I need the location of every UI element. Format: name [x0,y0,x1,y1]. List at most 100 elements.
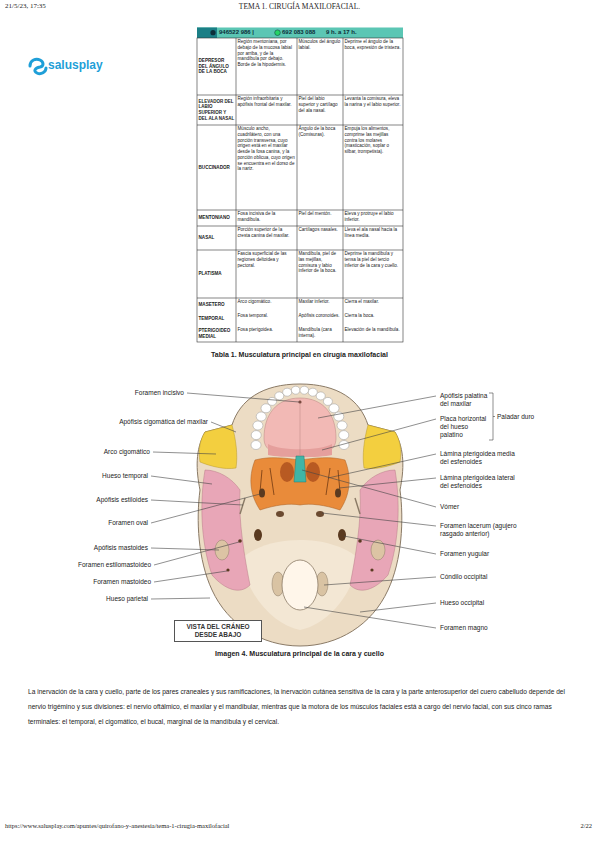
table-caption: Tabla 1. Musculatura principal en cirugí… [0,351,599,359]
part-label: Foramen oval [28,519,148,527]
zygomatic-arch [363,425,401,469]
part-label: Arco cigomático [30,448,150,456]
hard-palate [264,398,336,455]
view-label: VISTA DEL CRÁNEO DESDE ABAJO [175,623,261,639]
table-grid [197,38,403,342]
leader-line [151,598,210,599]
table-cell: Deprime el ángulo de la boca, expresión … [345,39,402,50]
table-cell: Región infraorbitaria y apófisis frontal… [238,96,296,107]
leader-line [304,607,436,628]
part-label: Foramen incisivo [64,389,184,397]
pterygoid-plates [260,468,340,495]
leader-line [322,419,436,450]
tooth [261,404,271,413]
tooth [253,421,263,430]
logo-swirl [30,59,46,73]
tooth [300,386,309,394]
styloid-process [240,498,245,514]
tooth [283,388,292,396]
part-label: Hueso parietal [28,595,148,603]
column-line [343,38,344,342]
leader-line [339,478,436,488]
table-row-header: ELEVADOR DEL LABIO SUPERIOR Y DEL ALA NA… [199,99,235,122]
leader-line [318,396,436,418]
row-line [197,210,403,211]
table-row-header: PLATISMA [199,271,235,277]
part-label: Apófisis estiloides [28,496,148,504]
stylomastoid-foramen [358,539,362,543]
part-label: Foramen mastoideo [31,578,151,586]
column-line [236,38,237,342]
contact-hours: 9 h. a 17 h. [326,29,357,36]
page-url: https://www.salusplay.com/apuntes/quirof… [5,822,229,830]
leader-line [360,603,436,612]
row-line [197,226,403,227]
table-cell: Piel del mentón. [299,211,342,217]
part-label: Apófisis mastoides [28,544,148,552]
jugular-foramen [338,529,346,541]
leader-line [322,513,436,526]
part-label: Foramen estilomastoideo [31,561,151,569]
table-cell: Empuja los alimentos, comprime las mejil… [345,126,402,155]
jugular-foramen [254,529,262,541]
leader-line [151,476,212,484]
contact-phone: 946522 986 | [219,29,254,36]
table-cell: Porción superior de la cresta canina del… [238,227,296,238]
tooth [339,431,349,440]
tooth [329,404,339,413]
row-line [197,250,403,251]
row-line [197,298,403,299]
part-label: Hueso temporal [28,472,148,480]
table-cell: Eleva y protruye el labio inferior. [345,211,402,222]
mastoid-foramen [370,568,373,571]
table-row-header: MENTONIANO [199,215,235,221]
table-row-header: BUCCINADOR [199,165,235,171]
table-border [197,38,403,342]
table-row-header: NASAL [199,235,235,241]
choana [280,462,294,482]
whatsapp-icon [275,30,281,36]
table-cell: Ángulo de la boca (Comisuras). [299,126,342,137]
zygomatic-arch [199,425,237,469]
tooth [337,421,347,430]
contact-phone: 692 083 088 [282,29,315,36]
view-label-box: VISTA DEL CRÁNEO DESDE ABAJO [174,620,262,642]
page-number: 2/22 [542,822,592,830]
table-cell: Apófisis coronoides. [299,313,342,319]
part-label: Paladar duro [497,413,534,421]
foramen-ovale [335,489,341,498]
leader-line [187,393,299,402]
part-label: Lámina pterigoidea media del esfenoides [440,450,515,466]
leader-line [211,422,236,432]
table-cell: Piel del labio superior y cartílago del … [299,96,342,113]
styloid-process [355,498,360,514]
tooth [256,412,266,421]
tooth [291,386,300,394]
table-row-header: PTERIGOIDEO MEDIAL [199,328,235,339]
table-cell: Cartílagos nasales. [299,227,342,233]
leader-line [153,452,216,454]
contact-banner [197,28,403,39]
foramen-magnum [282,560,318,610]
table-cell: Elevación de la mandíbula. [345,327,402,333]
tooth [275,392,284,400]
part-label: Placa horizontal del hueso palatino [440,415,490,438]
palatal-suture [300,400,301,455]
row-line [197,95,403,96]
table-cell: Levanta la comisura, eleva la narina y e… [345,96,402,107]
table-cell: Fosa pterigoidea. [238,327,296,333]
part-label: Cóndilo occipital [440,573,487,581]
table-row-header: DEPRESOR DEL ÁNGULO DE LA BOCA [199,58,235,75]
table-cell: Arco cigomático. [238,299,296,305]
column-line [297,38,298,342]
watermark-logo: salusplay [48,58,103,72]
table-cell: Mandíbula, piel de las mejillas, comisur… [299,251,342,274]
mastoid-process [371,540,385,560]
leader-line [344,536,436,554]
table-row-header: MASETERO [199,302,235,308]
table-cell: Deprime la mandíbula y tensa la piel del… [345,251,402,268]
table-row-header: TEMPORAL [199,316,235,322]
table-cell: Maxilar inferior. [299,299,342,305]
banner-tab [197,28,217,39]
